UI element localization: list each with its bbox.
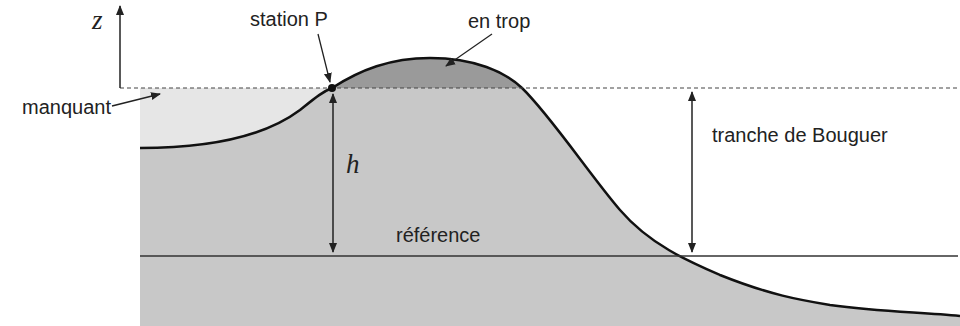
missing-label: manquant <box>22 96 111 118</box>
slab-label: tranche de Bouguer <box>712 124 888 146</box>
station-label: station P <box>250 8 328 30</box>
height-label: h <box>346 150 360 180</box>
reference-label: référence <box>396 224 481 246</box>
excess-label: en trop <box>468 10 530 32</box>
axis-label: z <box>92 6 103 36</box>
